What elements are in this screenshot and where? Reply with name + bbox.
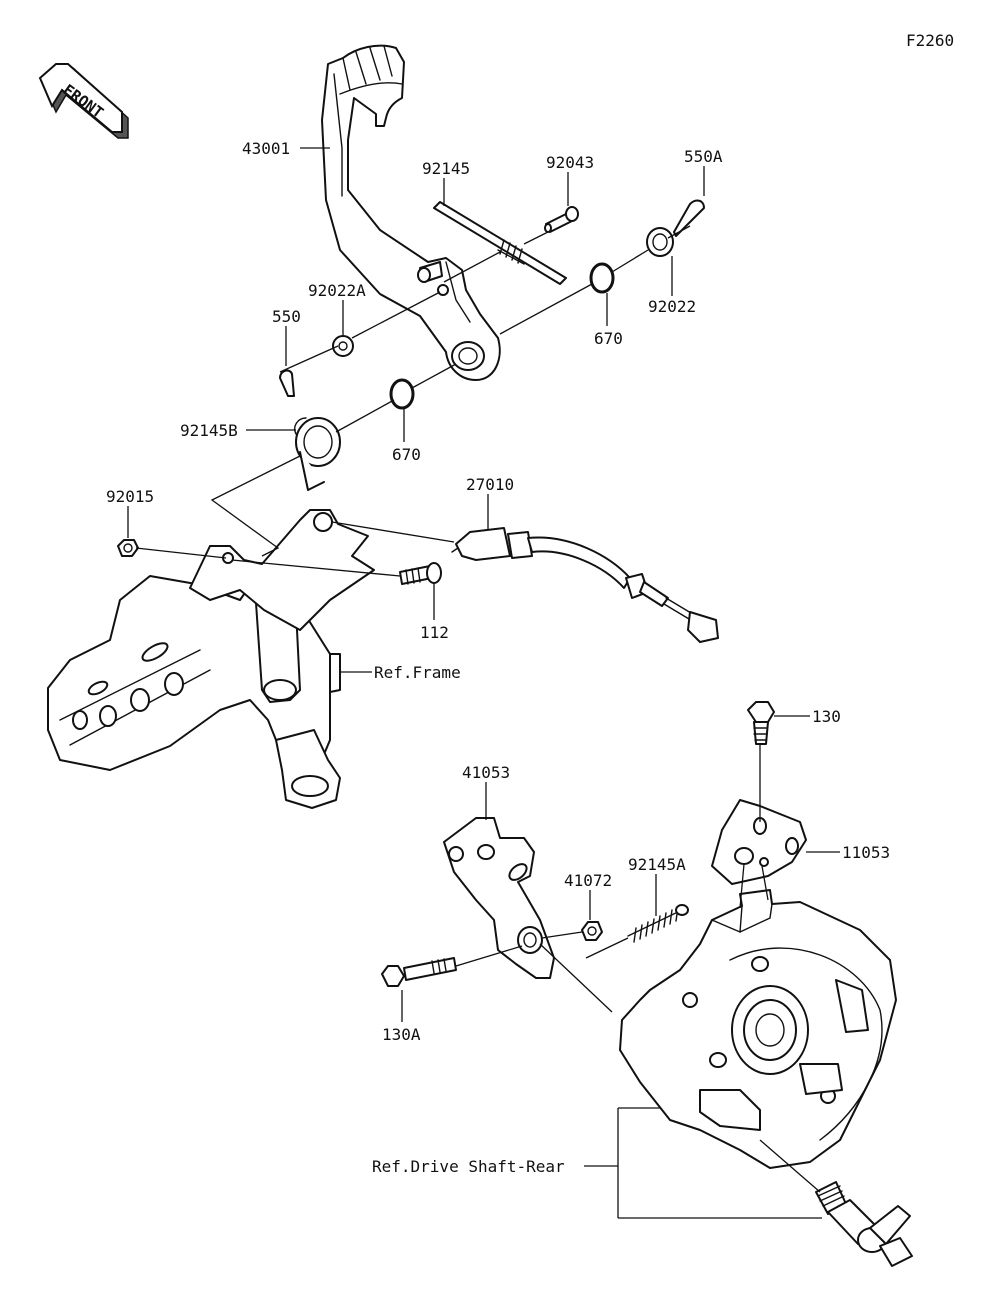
label-ref-frame: Ref.Frame: [374, 663, 461, 682]
leader-lines: [127, 147, 840, 1219]
label-92022A: 92022A: [308, 281, 366, 300]
nut-92015: [117, 539, 139, 557]
o-ring-670-upper: [589, 262, 615, 294]
pedal-pivot-pin: [417, 261, 443, 283]
label-92015: 92015: [106, 487, 154, 506]
o-ring-670-lower: [389, 378, 415, 410]
spring-small: [497, 239, 525, 265]
part-labels: 43001 92145 92043 550A 92022A 550 670 92…: [106, 139, 890, 1176]
label-11053: 11053: [842, 843, 890, 862]
bolt-130A: [381, 957, 457, 987]
cotter-pin-550: [279, 369, 295, 397]
label-92022: 92022: [648, 297, 696, 316]
label-670-lower: 670: [392, 445, 421, 464]
label-550: 550: [272, 307, 301, 326]
label-670-upper: 670: [594, 329, 623, 348]
label-41072: 41072: [564, 871, 612, 890]
return-spring-92145B: [294, 417, 341, 491]
clevis-pin-92043: [544, 206, 579, 233]
washer-92022A: [332, 335, 354, 357]
gear-case-housing: [619, 889, 897, 1169]
sheet-code: F2260: [906, 31, 954, 50]
label-550A: 550A: [684, 147, 723, 166]
label-ref-drive-shaft-rear: Ref.Drive Shaft-Rear: [372, 1157, 565, 1176]
brake-pedal-43001: [321, 44, 501, 381]
bolt-112: [399, 562, 442, 585]
drive-shaft-rear: [815, 1181, 913, 1267]
pin-92145: [433, 201, 567, 285]
nut-41072: [581, 921, 603, 941]
front-arrow-icon: FRONT: [38, 63, 129, 139]
label-92145A: 92145A: [628, 855, 686, 874]
bracket-11053: [711, 799, 807, 885]
brake-switch-27010: [451, 527, 719, 643]
spring-92145A: [627, 904, 689, 943]
bolt-130: [747, 701, 775, 745]
label-92145B: 92145B: [180, 421, 238, 440]
label-43001: 43001: [242, 139, 290, 158]
cotter-pin-550A: [673, 199, 705, 237]
label-92043: 92043: [546, 153, 594, 172]
label-27010: 27010: [466, 475, 514, 494]
label-41053: 41053: [462, 763, 510, 782]
washer-92022: [646, 227, 674, 257]
lever-41053: [443, 817, 555, 979]
label-92145: 92145: [422, 159, 470, 178]
label-130A: 130A: [382, 1025, 421, 1044]
label-112: 112: [420, 623, 449, 642]
label-130: 130: [812, 707, 841, 726]
